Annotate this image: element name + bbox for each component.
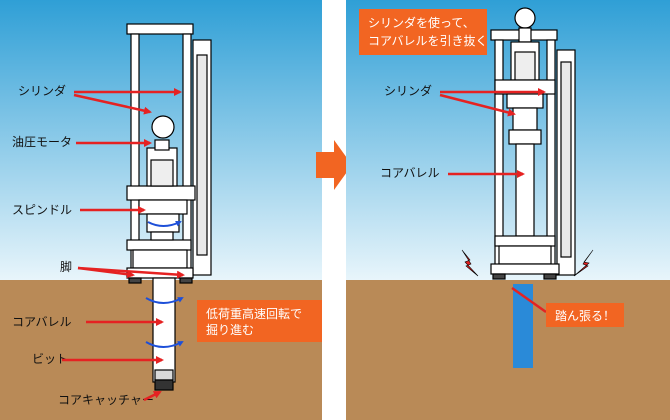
label-bit: ビット — [32, 352, 68, 366]
callout-left-line2: 掘り進む — [206, 322, 254, 337]
right-chevron-arrow-icon — [316, 140, 352, 190]
rotation-arrows — [145, 220, 184, 348]
callout-left-line1: 低荷重高速回転で — [206, 306, 302, 321]
label-legs: 脚 — [60, 259, 72, 274]
callout-right-top: シリンダを使って、 コアバレルを引き抜く — [359, 9, 488, 55]
water-column — [513, 284, 533, 368]
label-core-catcher: コアキャッチャー — [58, 393, 154, 407]
label-spindle: スピンドル — [12, 203, 72, 217]
label-cylinder: シリンダ — [18, 83, 66, 98]
lightning-icon — [573, 249, 594, 277]
callout-right-top-line2: コアバレルを引き抜く — [368, 34, 488, 48]
pointer-arrows-right — [439, 88, 546, 178]
pointer-to-ground — [511, 286, 547, 314]
strain-bolt-icons — [461, 249, 594, 277]
pointer-arrows-left — [62, 88, 185, 402]
label-hydraulic-motor: 油圧モータ — [12, 135, 72, 149]
left-panel: シリンダ 油圧モータ スピンドル 脚 コアバレル ビット コアキャッチャー 低荷… — [0, 0, 323, 420]
panel-divider — [322, 0, 346, 420]
ground-background — [346, 280, 670, 420]
callout-left: 低荷重高速回転で 掘り進む — [197, 300, 323, 342]
label-core-barrel: コアバレル — [12, 315, 72, 329]
right-panel: シリンダ コアバレル シリンダを使って、 コアバレルを引き抜く 踏ん張る！ — [346, 0, 670, 420]
callout-right-top-line1: シリンダを使って、 — [368, 15, 475, 30]
callout-right-bottom: 踏ん張る！ — [546, 303, 624, 327]
label-cylinder-right: シリンダ — [384, 83, 432, 98]
lightning-icon — [461, 249, 479, 277]
callout-right-bottom-text: 踏ん張る！ — [555, 309, 615, 323]
label-core-barrel-right: コアバレル — [380, 166, 440, 180]
drill-frame — [126, 23, 212, 391]
drill-frame-raised — [490, 7, 576, 280]
